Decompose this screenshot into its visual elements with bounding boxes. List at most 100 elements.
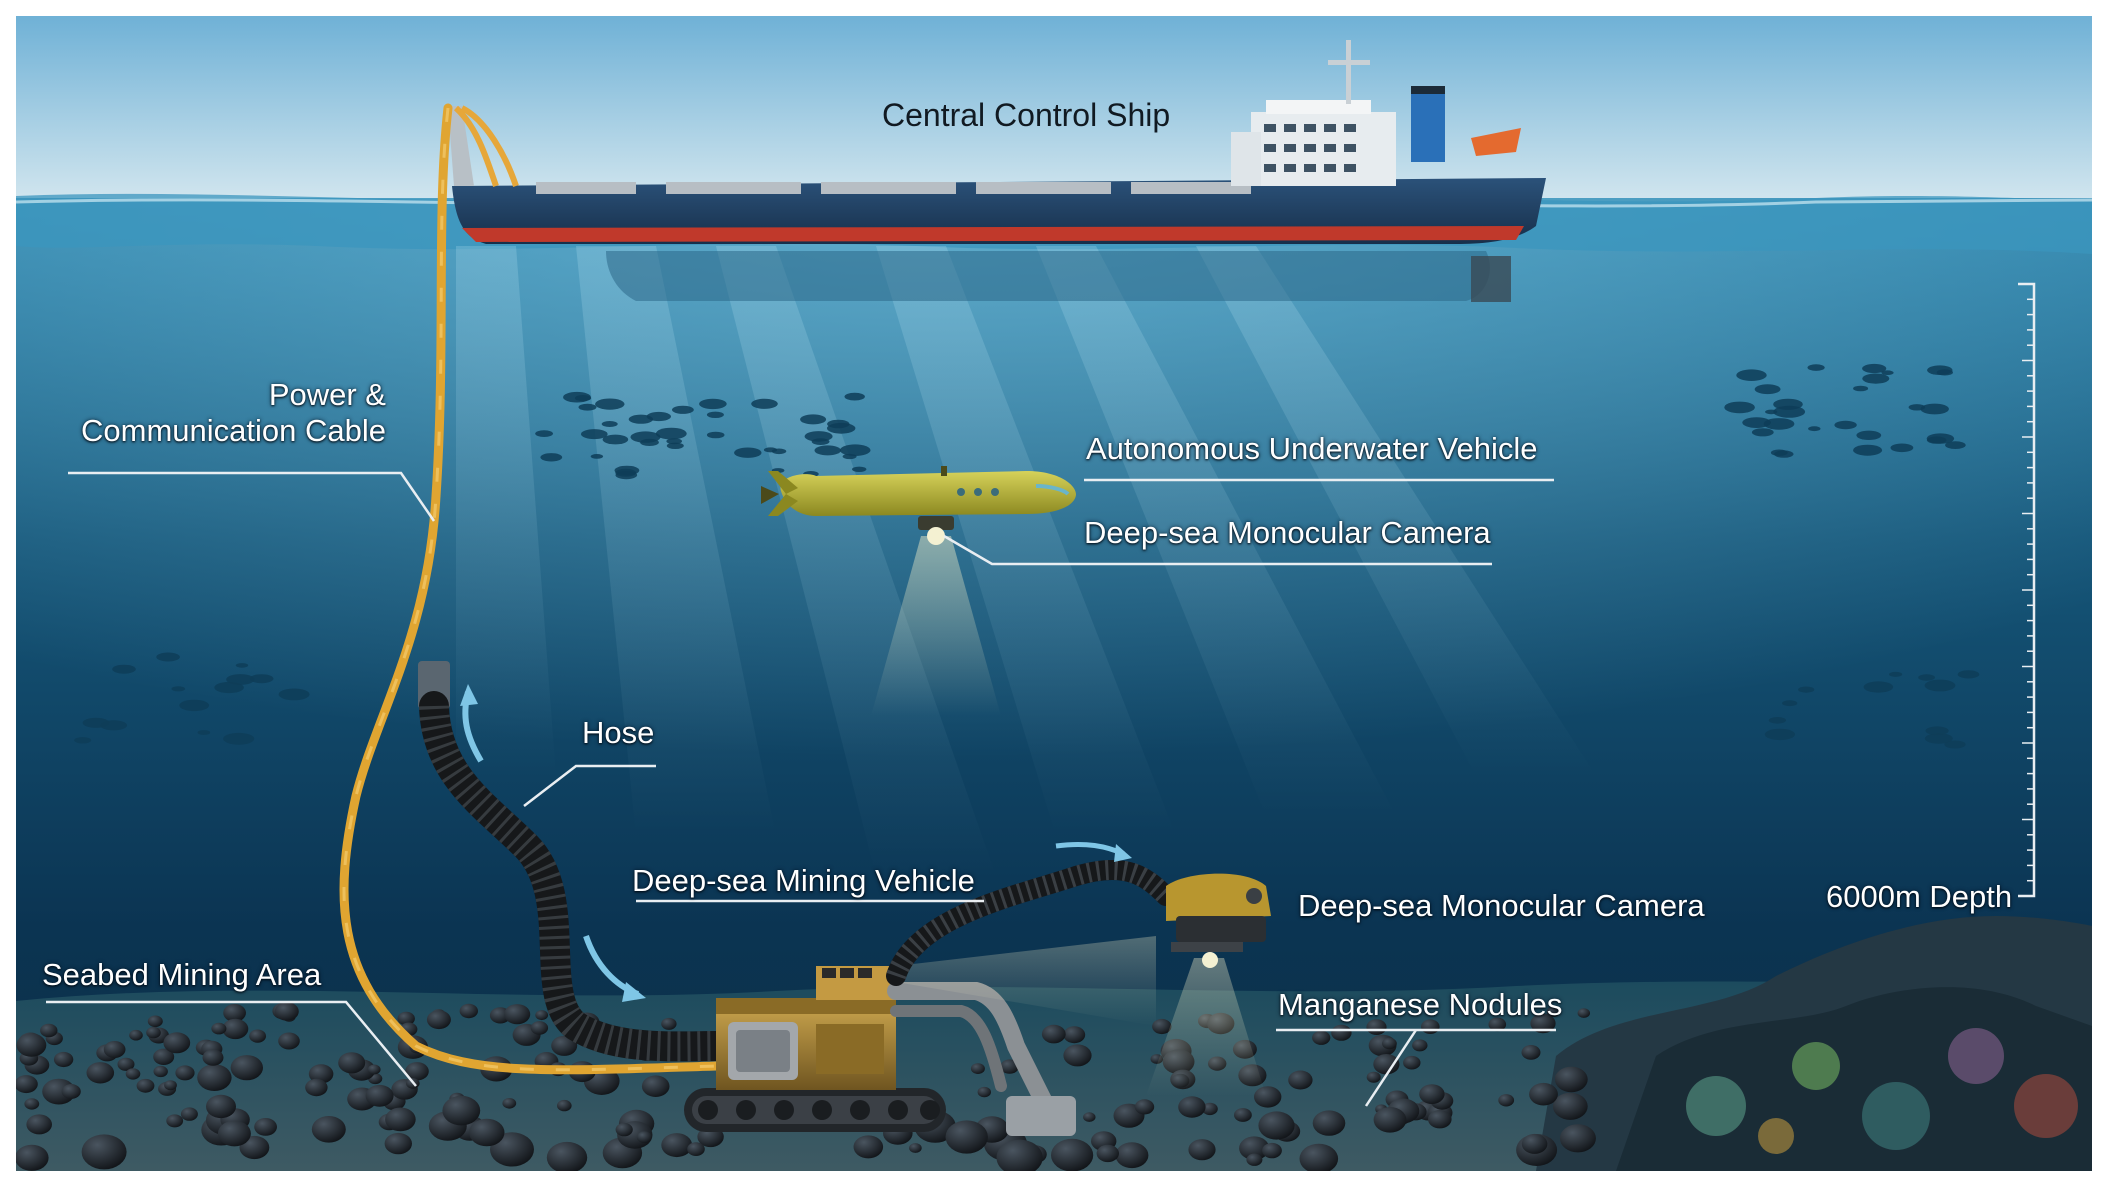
nodule-icon	[254, 1118, 277, 1136]
fish-icon	[804, 431, 833, 442]
nodule-icon	[996, 1139, 1043, 1171]
nodule-icon	[117, 1057, 135, 1071]
fish-icon	[1765, 409, 1778, 415]
nodule-icon	[1188, 1139, 1216, 1161]
cable-highlight	[342, 107, 717, 1072]
fish-icon	[706, 431, 725, 439]
nodule-icon	[853, 1135, 884, 1159]
diagram-frame: Central Control Ship Power & Communicati…	[16, 16, 2092, 1171]
nodule-icon	[615, 1122, 633, 1137]
nodule-icon	[61, 1084, 81, 1099]
fish-icon	[171, 686, 186, 692]
depth-scale	[2022, 283, 2034, 897]
nodule-icon	[490, 1132, 534, 1167]
nodule-icon	[1403, 1055, 1421, 1070]
fish-school	[74, 363, 1980, 749]
fish-icon	[666, 442, 684, 449]
nodule-icon	[1234, 1108, 1252, 1122]
coral-icon	[1536, 916, 2092, 1171]
nodule-icon	[977, 1086, 991, 1098]
arm-hose-texture	[886, 859, 1174, 980]
nodule-icon	[945, 1120, 988, 1154]
fish-icon	[842, 453, 857, 460]
fish-icon	[1782, 700, 1798, 707]
nodule-icon	[1096, 1144, 1120, 1163]
seabed-label: Seabed Mining Area	[42, 957, 322, 992]
fish-icon	[112, 664, 136, 674]
fish-icon	[1724, 401, 1755, 414]
nodule-icon	[16, 1144, 49, 1171]
nodule-icon	[1152, 1018, 1172, 1035]
fish-icon	[590, 454, 604, 459]
nodule-icon	[338, 1052, 366, 1074]
nodule-icon	[442, 1095, 481, 1126]
nodule-icon	[1552, 1092, 1588, 1120]
fish-icon	[179, 699, 210, 712]
fish-icon	[1754, 384, 1781, 395]
nodule-icon	[1577, 1008, 1591, 1018]
fish-icon	[1736, 369, 1767, 382]
fish-icon	[1742, 417, 1771, 428]
fish-icon	[249, 674, 274, 684]
fish-icon	[1863, 681, 1894, 693]
fish-icon	[852, 466, 867, 472]
fish-icon	[1768, 717, 1787, 724]
cable-label-line1: Power &	[268, 377, 386, 412]
fish-icon	[74, 737, 92, 744]
auv-camera-label: Deep-sea Monocular Camera	[1084, 515, 1491, 550]
nodule-icon	[1258, 1111, 1295, 1140]
nodule-icon	[970, 1063, 985, 1074]
mining-vehicle-icon	[684, 966, 1076, 1136]
mining-vehicle-label: Deep-sea Mining Vehicle	[632, 863, 975, 898]
nodule-icon	[687, 1142, 705, 1156]
fish-icon	[1920, 403, 1949, 415]
fish-icon	[223, 732, 255, 745]
fish-icon	[535, 430, 553, 437]
cable-label-line2: Communication Cable	[81, 413, 386, 448]
nodule-icon	[1134, 1099, 1155, 1115]
nodule-icon	[81, 1134, 127, 1170]
nodule-icon	[1299, 1143, 1339, 1171]
fish-icon	[800, 414, 827, 425]
fish-icon	[1808, 426, 1821, 432]
nodule-icon	[1202, 1102, 1218, 1116]
nodule-icon	[1521, 1133, 1548, 1154]
nodule-icon	[274, 1002, 299, 1021]
nodule-icon	[206, 1094, 236, 1119]
fish-icon	[646, 411, 671, 422]
nodule-icon	[1331, 1024, 1352, 1041]
nodule-icon	[1063, 1044, 1092, 1067]
nodule-icon	[1382, 1037, 1397, 1050]
nodule-icon	[1239, 1136, 1270, 1160]
nodule-icon	[153, 1048, 175, 1066]
nodule-icon	[1288, 1070, 1313, 1090]
fish-icon	[1918, 674, 1935, 681]
fish-icon	[540, 453, 563, 462]
nodule-icon	[1488, 1017, 1507, 1032]
nodule-icon	[1412, 1039, 1428, 1052]
fish-icon	[1945, 441, 1966, 449]
fish-icon	[574, 395, 592, 402]
nodule-icon	[1366, 1071, 1381, 1083]
fish-icon	[814, 445, 841, 456]
fish-icon	[699, 398, 727, 410]
fish-icon	[763, 447, 778, 453]
arm-flow-arrowhead	[1114, 844, 1132, 862]
fish-icon	[1807, 364, 1825, 371]
fish-icon	[82, 717, 110, 728]
nodule-icon	[504, 1004, 531, 1025]
fish-icon	[1881, 370, 1894, 376]
nodule-icon	[1063, 1026, 1086, 1044]
arm-camera-label: Deep-sea Monocular Camera	[1298, 888, 1705, 923]
nodule-icon	[164, 1080, 177, 1091]
fish-icon	[1890, 443, 1914, 453]
fish-icon	[615, 471, 638, 480]
fish-icon	[595, 398, 625, 410]
auv-camera-light-beam	[871, 536, 1001, 716]
nodule-icon	[249, 1029, 266, 1043]
nodule-icon	[636, 1131, 652, 1143]
nodule-icon	[217, 1120, 251, 1147]
auv-label: Autonomous Underwater Vehicle	[1086, 431, 1538, 466]
nodule-icon	[1373, 1107, 1407, 1133]
nodule-icon	[1115, 1142, 1149, 1169]
